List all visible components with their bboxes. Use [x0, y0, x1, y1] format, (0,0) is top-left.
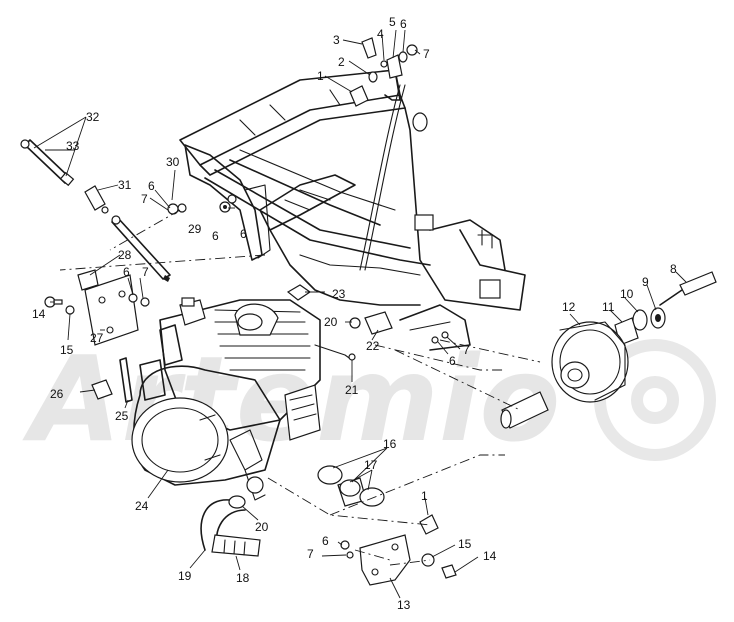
top-parts [349, 37, 418, 107]
callout-15-left: 15 [60, 343, 74, 357]
callout-6-top: 6 [400, 17, 407, 31]
callout-6-plate: 6 [123, 265, 130, 279]
callout-30: 30 [166, 155, 180, 169]
callout-14-bottom: 14 [483, 549, 497, 563]
callout-6-bracket: 6 [212, 229, 219, 243]
callout-18: 18 [236, 571, 250, 585]
callout-1-top: 1 [317, 69, 324, 83]
callout-16: 16 [383, 437, 397, 451]
lower-parts [200, 465, 457, 586]
callout-23: 23 [332, 287, 346, 301]
callout-1-bottom: 1 [421, 489, 428, 503]
callout-26: 26 [50, 387, 64, 401]
callout-9: 9 [642, 275, 649, 289]
callout-27: 27 [90, 331, 104, 345]
callout-19: 19 [178, 569, 192, 583]
callout-21: 21 [345, 383, 359, 397]
callout-20-lower: 20 [255, 520, 269, 534]
callout-13: 13 [397, 598, 411, 612]
frame [179, 69, 526, 351]
callout-3: 3 [333, 33, 340, 47]
callout-7-top: 7 [423, 47, 430, 61]
callout-20-upper: 20 [324, 315, 338, 329]
callout-14-left: 14 [32, 307, 46, 321]
callout-33: 33 [66, 139, 80, 153]
callout-6-left-upper: 6 [148, 179, 155, 193]
callout-7-right: 7 [463, 343, 470, 357]
callout-32: 32 [86, 110, 100, 124]
left-mount-parts [20, 139, 231, 403]
callout-15-bottom: 15 [458, 537, 472, 551]
callout-22: 22 [366, 339, 380, 353]
callout-6-bottom: 6 [322, 534, 329, 548]
callout-7-left-upper: 7 [141, 192, 148, 206]
callout-6-frame: 6 [240, 227, 247, 241]
callout-11: 11 [602, 300, 615, 314]
callout-10: 10 [620, 287, 634, 301]
callout-31: 31 [118, 178, 132, 192]
callout-7-plate: 7 [142, 265, 149, 279]
callout-6-right: 6 [449, 354, 456, 368]
callout-17: 17 [364, 458, 378, 472]
callout-28: 28 [118, 248, 132, 262]
callout-8: 8 [670, 262, 677, 276]
callout-24: 24 [135, 499, 149, 513]
callout-2: 2 [338, 55, 345, 69]
leader-lines [33, 29, 687, 599]
callout-4: 4 [377, 27, 384, 41]
callout-5: 5 [389, 15, 396, 29]
callout-7-bottom: 7 [307, 547, 314, 561]
right-parts [286, 271, 717, 429]
callout-29: 29 [188, 222, 202, 236]
callout-12: 12 [562, 300, 576, 314]
engine-assembly [131, 297, 321, 501]
callout-labels: 1 1 2 3 4 5 6 6 6 6 6 6 6 7 7 7 7 7 8 9 … [32, 15, 677, 612]
center-lines [59, 209, 541, 566]
callout-25: 25 [115, 409, 129, 423]
